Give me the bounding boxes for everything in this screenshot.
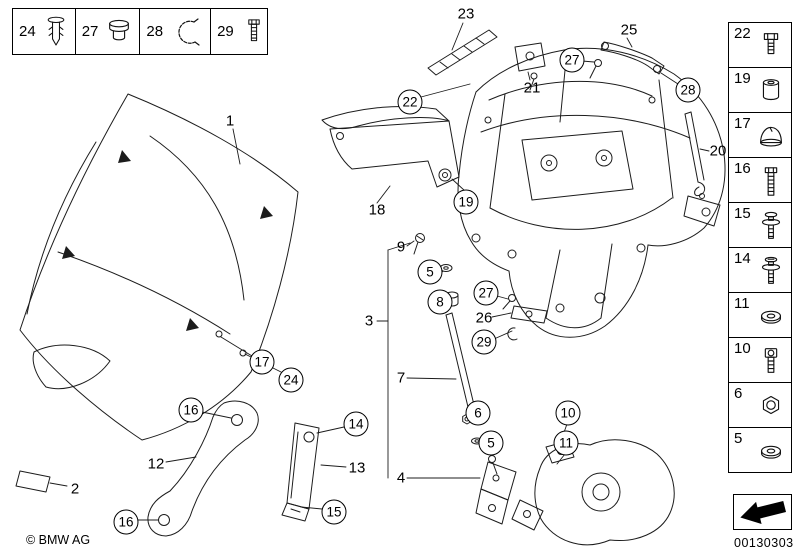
screw-icon	[248, 18, 260, 41]
image-number: 00130303	[734, 536, 794, 550]
callout-circle-14: 14	[343, 411, 369, 437]
screw-27-drawing	[589, 59, 602, 79]
callout-circle-28: 28	[675, 77, 701, 103]
washer-screw-icon	[761, 256, 781, 284]
hex-nut-icon	[762, 395, 780, 415]
hardware-label: 10	[734, 340, 751, 357]
callout-circle-27-b: 27	[473, 280, 499, 306]
pad-drawing	[15, 470, 51, 493]
fastener-item-28: 28	[140, 9, 212, 54]
callout-circle-8: 8	[427, 289, 453, 315]
gas-strut-drawing	[684, 111, 706, 199]
callout-circle-10: 10	[555, 400, 581, 426]
hardware-label: 11	[734, 295, 750, 312]
callout-circle-27-a: 27	[559, 47, 585, 73]
fastener-label: 29	[217, 23, 234, 40]
hardware-item-16: 16	[728, 157, 792, 203]
callout-1: 1	[225, 112, 235, 130]
callout-circle-5-b: 5	[478, 430, 504, 456]
hardware-label: 14	[734, 250, 751, 267]
callout-23: 23	[457, 5, 475, 23]
callout-circle-16-b: 16	[113, 509, 139, 535]
hardware-item-15: 15	[728, 202, 792, 248]
callout-26: 26	[475, 309, 493, 327]
callout-3: 3	[364, 312, 374, 330]
callout-circle-16-a: 16	[178, 397, 204, 423]
windshield-drawing	[19, 93, 299, 441]
hardware-label: 17	[734, 115, 751, 132]
cover-cap-icon	[760, 126, 782, 147]
trim-strip-drawing	[427, 29, 498, 76]
hardware-label: 22	[734, 25, 751, 42]
callout-circle-22: 22	[397, 89, 423, 115]
holder-drawing	[502, 294, 548, 341]
leader-lines	[49, 22, 710, 521]
hardware-item-5: 5	[728, 427, 792, 473]
callout-7: 7	[396, 369, 406, 387]
fastener-item-29: 29	[211, 9, 273, 54]
callout-2: 2	[70, 480, 80, 498]
callout-circle-11: 11	[553, 430, 579, 456]
hardware-label: 16	[734, 160, 751, 177]
fastener-label: 27	[81, 23, 99, 40]
direction-of-travel-arrow-icon	[740, 500, 787, 524]
fastener-label: 24	[19, 23, 36, 40]
callout-circle-24: 24	[278, 367, 304, 393]
hardware-item-19: 19	[728, 67, 792, 113]
callout-circle-19: 19	[453, 189, 479, 215]
hardware-column: 22 19 17 16	[728, 22, 792, 473]
hardware-item-22: 22	[728, 22, 792, 68]
expansion-rivet-icon	[47, 16, 65, 46]
callout-circle-15: 15	[321, 499, 347, 525]
frame-drawing	[457, 47, 726, 338]
left-bracket-drawing	[147, 400, 259, 537]
carrier-bracket-drawing	[321, 105, 460, 188]
callout-13: 13	[348, 459, 366, 477]
callout-circle-29: 29	[471, 329, 497, 355]
lever-drawing	[600, 41, 665, 75]
washer-icon	[760, 445, 782, 459]
socket-bolt-icon	[764, 348, 778, 373]
latch-bracket-drawing	[514, 42, 546, 91]
callout-21: 21	[523, 79, 541, 97]
long-bolt-icon	[764, 167, 778, 196]
grommet-icon	[109, 19, 130, 40]
callout-circle-5-a: 5	[417, 259, 443, 285]
hardware-label: 15	[734, 205, 751, 222]
fastener-box: 24 27 28 29	[12, 8, 268, 55]
hardware-item-14: 14	[728, 247, 792, 293]
bushing-icon	[762, 79, 780, 101]
hardware-item-10: 10	[728, 337, 792, 383]
hardware-label: 5	[734, 430, 743, 447]
hex-bolt-icon	[763, 33, 779, 55]
callout-20: 20	[709, 142, 727, 160]
right-bracket-drawing	[281, 422, 320, 522]
hardware-label: 19	[734, 70, 751, 87]
hardware-item-11: 11	[728, 292, 792, 338]
callout-4: 4	[396, 469, 406, 487]
callout-18: 18	[368, 201, 386, 219]
callout-25: 25	[620, 21, 638, 39]
washer-screw-icon	[761, 211, 781, 239]
fastener-item-24: 24	[13, 9, 76, 54]
callout-circle-17: 17	[249, 349, 275, 375]
clamp-ring-icon	[178, 17, 200, 46]
cover-drawing	[511, 439, 675, 546]
hardware-label: 6	[734, 385, 743, 402]
copyright-text: © BMW AG	[26, 533, 91, 547]
hardware-item-17: 17	[728, 112, 792, 158]
fastener-item-27: 27	[76, 9, 141, 54]
callout-circle-6: 6	[465, 400, 491, 426]
direction-arrow-box	[733, 494, 792, 530]
callout-9: 9	[396, 238, 406, 256]
hardware-item-6: 6	[728, 382, 792, 428]
washer-icon	[760, 310, 782, 324]
callout-12: 12	[147, 455, 165, 473]
fastener-label: 28	[146, 23, 164, 40]
